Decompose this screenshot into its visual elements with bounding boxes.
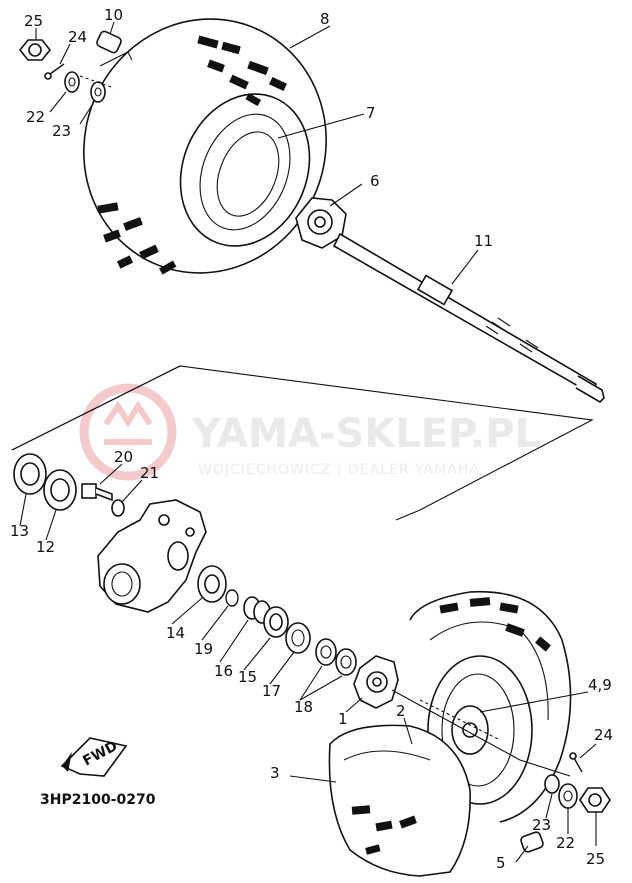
callout-22-top: 22 (26, 108, 45, 126)
lower-hub-1 (353, 655, 399, 709)
callout-21: 21 (140, 464, 159, 482)
callout-23-bottom: 23 (532, 816, 551, 834)
callout-22-bottom: 22 (556, 834, 575, 852)
washer-21 (111, 499, 125, 517)
callout-20: 20 (114, 448, 133, 466)
knuckle-housing (97, 499, 207, 613)
lower-leader-lines (289, 691, 597, 863)
upper-washer-22 (64, 71, 80, 93)
callout-23-top: 23 (52, 122, 71, 140)
lower-collar-5 (520, 831, 544, 853)
bearing-12 (43, 469, 77, 511)
callout-19: 19 (194, 640, 213, 658)
lower-washer-22 (558, 783, 578, 809)
callout-24-top: 24 (68, 28, 87, 46)
lower-studs (391, 689, 571, 777)
watermark: YAMA-SKLEP.PL WOJCIECHOWICZ | DEALER YAM… (79, 383, 540, 481)
upper-tire (83, 18, 327, 275)
lower-nut-25 (579, 787, 611, 813)
upper-washer-23 (90, 81, 106, 103)
callout-15: 15 (238, 668, 257, 686)
callout-17: 17 (262, 682, 281, 700)
callout-11: 11 (474, 232, 493, 250)
callout-8: 8 (320, 10, 330, 28)
axle-shaft (332, 232, 605, 404)
upper-leader-lines (35, 21, 479, 285)
callout-5: 5 (496, 854, 506, 872)
spacer-17 (285, 622, 311, 654)
lower-washer-23 (544, 774, 560, 794)
callout-4-9: 4,9 (588, 676, 612, 694)
callout-1: 1 (338, 710, 348, 728)
callout-10: 10 (104, 6, 123, 24)
callout-16: 16 (214, 662, 233, 680)
outline-box (11, 365, 594, 521)
callout-24-bottom: 24 (594, 726, 613, 744)
callout-3: 3 (270, 764, 280, 782)
callout-2: 2 (396, 702, 406, 720)
callout-12: 12 (36, 538, 55, 556)
upper-collar-10 (96, 30, 122, 54)
lower-pin-24 (569, 752, 583, 773)
bearing-15 (263, 606, 289, 638)
bolt-20 (81, 483, 113, 502)
callout-labels: 25 10 8 24 7 22 23 6 11 20 21 13 12 14 1… (10, 6, 613, 872)
callout-14: 14 (166, 624, 185, 642)
upper-pin-24 (44, 63, 65, 80)
upper-hub (295, 197, 347, 249)
watermark-title: YAMA-SKLEP.PL (191, 411, 540, 457)
yamaha-logo-icon (79, 383, 177, 481)
circlip-19 (225, 589, 239, 607)
callout-7: 7 (366, 104, 376, 122)
seal-13 (13, 453, 47, 495)
middle-leader-lines (19, 463, 343, 701)
lower-tire-outer (328, 724, 471, 877)
callout-6: 6 (370, 172, 380, 190)
upper-nut-25 (18, 39, 52, 61)
bearings-18 (315, 638, 357, 676)
watermark-subtitle: WOJCIECHOWICZ | DEALER YAMAHA (198, 462, 480, 478)
callout-25-bottom: 25 (586, 850, 605, 868)
bearing-14 (197, 565, 227, 603)
callout-18: 18 (294, 698, 313, 716)
diagram-code: 3HP2100-0270 (40, 792, 156, 808)
callout-25-top: 25 (24, 12, 43, 30)
callout-13: 13 (10, 522, 29, 540)
fwd-arrow-icon: FWD (60, 737, 128, 777)
